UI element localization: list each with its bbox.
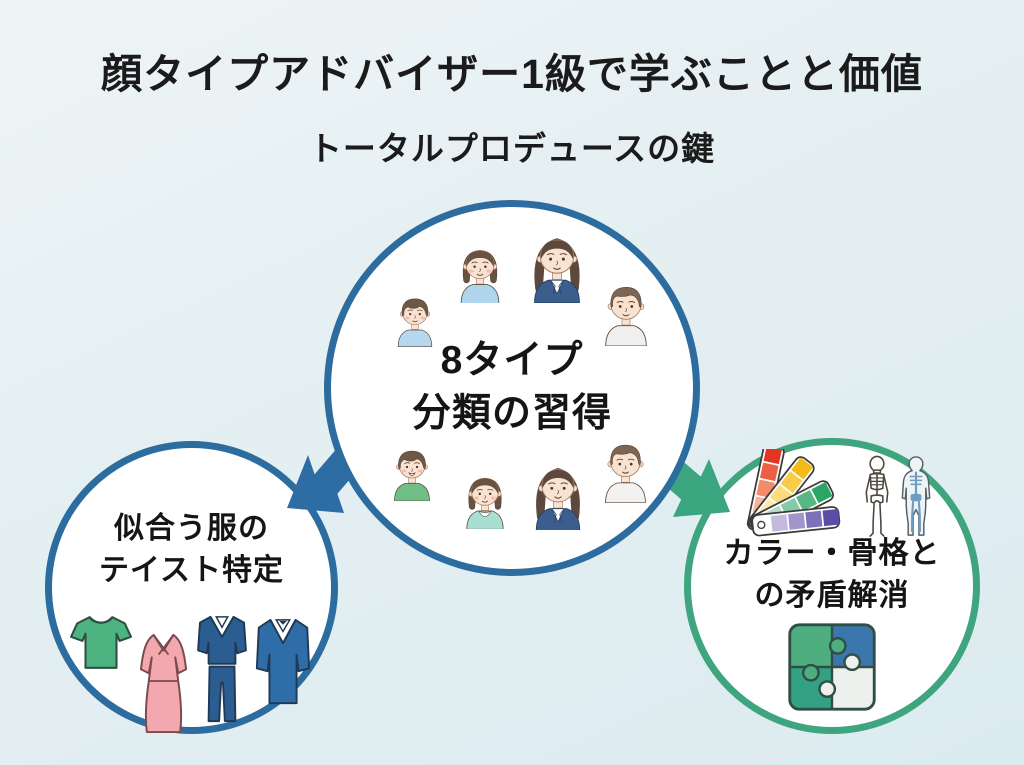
center-topic-line2: 分類の習得: [411, 391, 612, 435]
puzzle-icon: [788, 623, 876, 711]
person-icon: [527, 461, 589, 531]
right-icons-row: [697, 449, 979, 540]
blazer-icon: [255, 618, 311, 705]
center-topic-label: 8タイプ 分類の習得: [331, 335, 693, 440]
pantsuit-icon: [197, 615, 247, 723]
clothes-icon-row: [52, 614, 331, 735]
body-skeleton-icon: [901, 456, 930, 536]
left-topic-label: 似合う服の テイスト特定: [52, 508, 331, 592]
person-icon: [453, 243, 507, 304]
center-topic-circle: 8タイプ 分類の習得: [324, 200, 700, 576]
puzzle-wrap: [784, 619, 880, 720]
right-topic-circle: カラー・骨格と の矛盾解消: [684, 438, 980, 734]
person-icon: [597, 439, 654, 503]
left-topic-line2: テイスト特定: [98, 554, 285, 587]
person-icon: [525, 231, 589, 303]
left-topic-circle: 似合う服の テイスト特定: [45, 441, 338, 734]
center-topic-line1: 8タイプ: [440, 339, 584, 382]
skeleton-pair: [860, 455, 933, 539]
person-icon: [459, 471, 511, 530]
person-icon: [391, 293, 439, 347]
person-icon: [387, 445, 437, 501]
dress-icon: [139, 633, 188, 734]
skeleton-icon: [864, 455, 889, 537]
right-topic-label: カラー・骨格と の矛盾解消: [691, 533, 973, 617]
tshirt-icon: [70, 616, 132, 669]
right-topic-line2: の矛盾解消: [754, 579, 910, 612]
left-topic-line1: 似合う服の: [114, 512, 269, 545]
right-topic-line1: カラー・骨格と: [723, 537, 941, 570]
page-title: 顔タイプアドバイザー1級で学ぶことと価値: [101, 51, 923, 97]
person-icon: [597, 281, 655, 346]
page-subtitle: トータルプロデュースの鍵: [308, 130, 716, 167]
color-swatch-fan-icon: [746, 449, 840, 537]
